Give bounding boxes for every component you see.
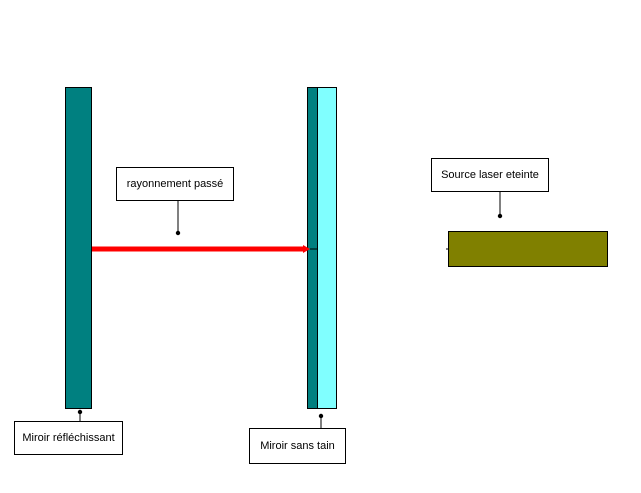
callout-laser-source-text: Source laser eteinte: [441, 169, 539, 181]
callout-laser-source: Source laser eteinte: [431, 158, 549, 192]
callout-reflecting-mirror-text: Miroir réfléchissant: [22, 432, 115, 444]
callout-anchor-laser: [497, 213, 503, 219]
callout-anchor-left-mirror: [77, 409, 83, 415]
callout-beam: rayonnement passé: [116, 167, 234, 201]
callout-anchor-beam: [175, 230, 181, 236]
callout-semi-mirror: Miroir sans tain: [249, 428, 346, 464]
reflecting-mirror: [65, 87, 92, 409]
callout-beam-text: rayonnement passé: [126, 178, 224, 190]
semi-mirror-front-layer: [317, 87, 337, 409]
beam-arrowhead: [303, 245, 310, 253]
laser-source: [448, 231, 608, 267]
callout-anchor-right-mirror: [318, 413, 324, 419]
callout-reflecting-mirror: Miroir réfléchissant: [14, 421, 123, 455]
callout-semi-mirror-text: Miroir sans tain: [260, 440, 335, 452]
